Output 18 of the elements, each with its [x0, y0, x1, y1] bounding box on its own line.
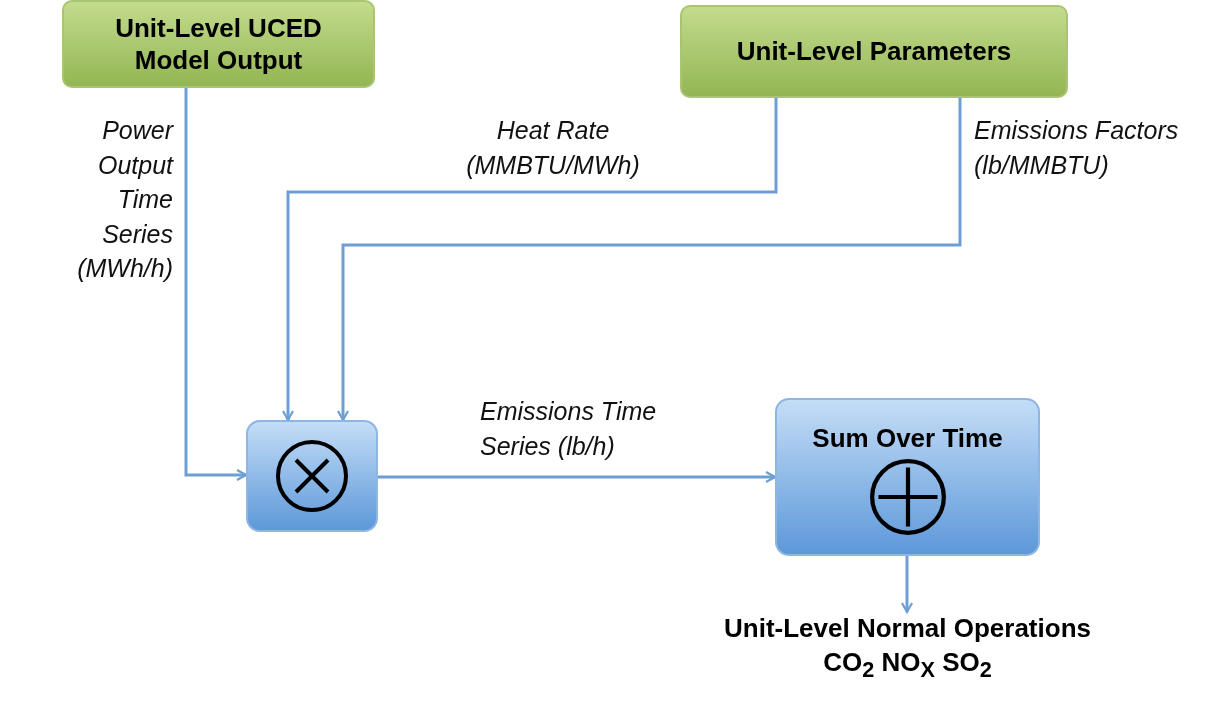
edge-label: Power Output Time Series (MWh/h): [76, 115, 173, 284]
arrow: [184, 88, 248, 482]
edge-label: Heat Rate (MMBTU/MWh): [465, 115, 641, 181]
output-title: Unit-Level Normal Operations: [724, 612, 1091, 645]
input-box: [62, 0, 375, 88]
arrow: [281, 98, 778, 422]
pollutant-list: CO$_{2}$ NO$_{X}$ SO$_{2}$: [823, 645, 992, 685]
multiplier-box: [246, 420, 378, 532]
edge-label: Emissions Time Series (lb/h): [480, 396, 658, 462]
arrow: [336, 98, 962, 422]
summation-box: [775, 398, 1040, 556]
edge-label: Emissions Factors (lb/MMBTU): [974, 115, 1180, 181]
box-title: Unit-Level UCED Model Output: [114, 11, 323, 77]
arrow: [900, 556, 914, 614]
box-title: Sum Over Time: [812, 421, 1003, 455]
arrow: [378, 470, 777, 484]
box-title: Unit-Level Parameters: [736, 35, 1012, 68]
input-box: [680, 5, 1068, 98]
